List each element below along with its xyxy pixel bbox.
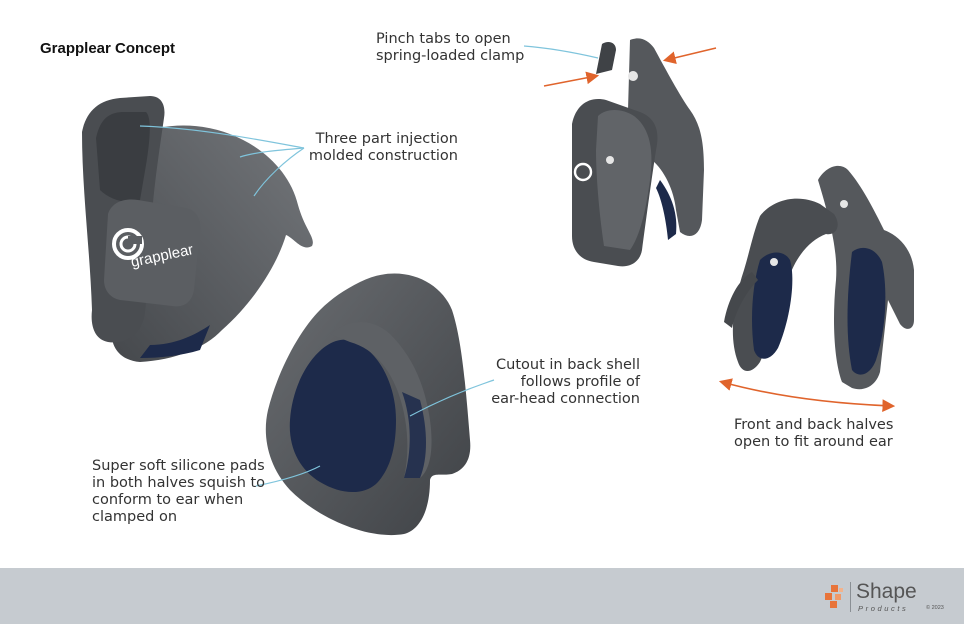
callout-line: conform to ear when xyxy=(92,492,244,508)
callout-line: Cutout in back shell xyxy=(496,357,640,373)
pinch-arrow-right xyxy=(662,47,717,64)
shape-products-mark-icon xyxy=(825,585,843,608)
back-shell-cutout xyxy=(330,322,432,478)
callout-line: open to fit around ear xyxy=(734,434,893,450)
brand-subtitle: Products xyxy=(858,604,909,613)
side-back-half xyxy=(628,38,704,236)
callout-three-part: Three part injection molded construction xyxy=(309,131,458,165)
side-logo-icon xyxy=(573,162,593,182)
open-arc-arrow xyxy=(718,378,896,413)
silicone-pad xyxy=(140,325,210,358)
callout-line: ear-head connection xyxy=(491,391,640,407)
callout-line: spring-loaded clamp xyxy=(376,48,525,64)
page-title: Grapplear Concept xyxy=(40,40,176,57)
logo-panel xyxy=(104,199,201,307)
pads-leader xyxy=(255,465,321,487)
callout-line: Super soft silicone pads xyxy=(92,458,265,474)
callout-pinch-tabs: Pinch tabs to open spring-loaded clamp xyxy=(376,31,524,65)
callout-line: in both halves squish to xyxy=(92,475,266,491)
pinch-arrow-left xyxy=(543,71,600,87)
open-hinge-pin-icon xyxy=(840,200,848,208)
callout-cutout: Cutout in back shell follows profile of … xyxy=(491,357,640,408)
concept-illustration: grapplear xyxy=(82,38,914,536)
brand-divider xyxy=(850,582,851,612)
open-front-pad xyxy=(752,252,793,359)
pinch-leader xyxy=(523,45,599,59)
back-silicone-pad xyxy=(289,339,396,493)
open-hinge-pin-icon xyxy=(770,258,778,266)
open-back-pad xyxy=(847,247,886,375)
clip-front-view xyxy=(82,96,313,362)
callout-halves: Front and back halves open to fit around… xyxy=(734,417,893,451)
brand-logo: Shape Products © 2023 xyxy=(822,580,958,616)
hinge-pin-icon xyxy=(628,71,638,81)
front-plate-recess xyxy=(96,112,150,202)
callout-line: Three part injection xyxy=(315,131,458,147)
copyright: © 2023 xyxy=(926,605,944,611)
callout-line: clamped on xyxy=(92,509,178,525)
callout-line: Pinch tabs to open xyxy=(376,31,511,47)
callout-line: follows profile of xyxy=(520,374,640,390)
clip-side-view xyxy=(572,38,704,267)
brand-name: Shape xyxy=(856,580,917,603)
callout-pads: Super soft silicone pads in both halves … xyxy=(92,458,265,526)
three-part-leaders xyxy=(139,125,305,197)
footer-bar: Shape Products © 2023 xyxy=(0,568,964,624)
callout-line: Front and back halves xyxy=(734,417,894,433)
clip-open-view xyxy=(724,165,914,390)
callout-line: molded construction xyxy=(308,148,458,164)
cutout-leader xyxy=(409,379,495,417)
clip-back-view xyxy=(265,273,471,536)
hinge-pin-icon xyxy=(606,156,614,164)
